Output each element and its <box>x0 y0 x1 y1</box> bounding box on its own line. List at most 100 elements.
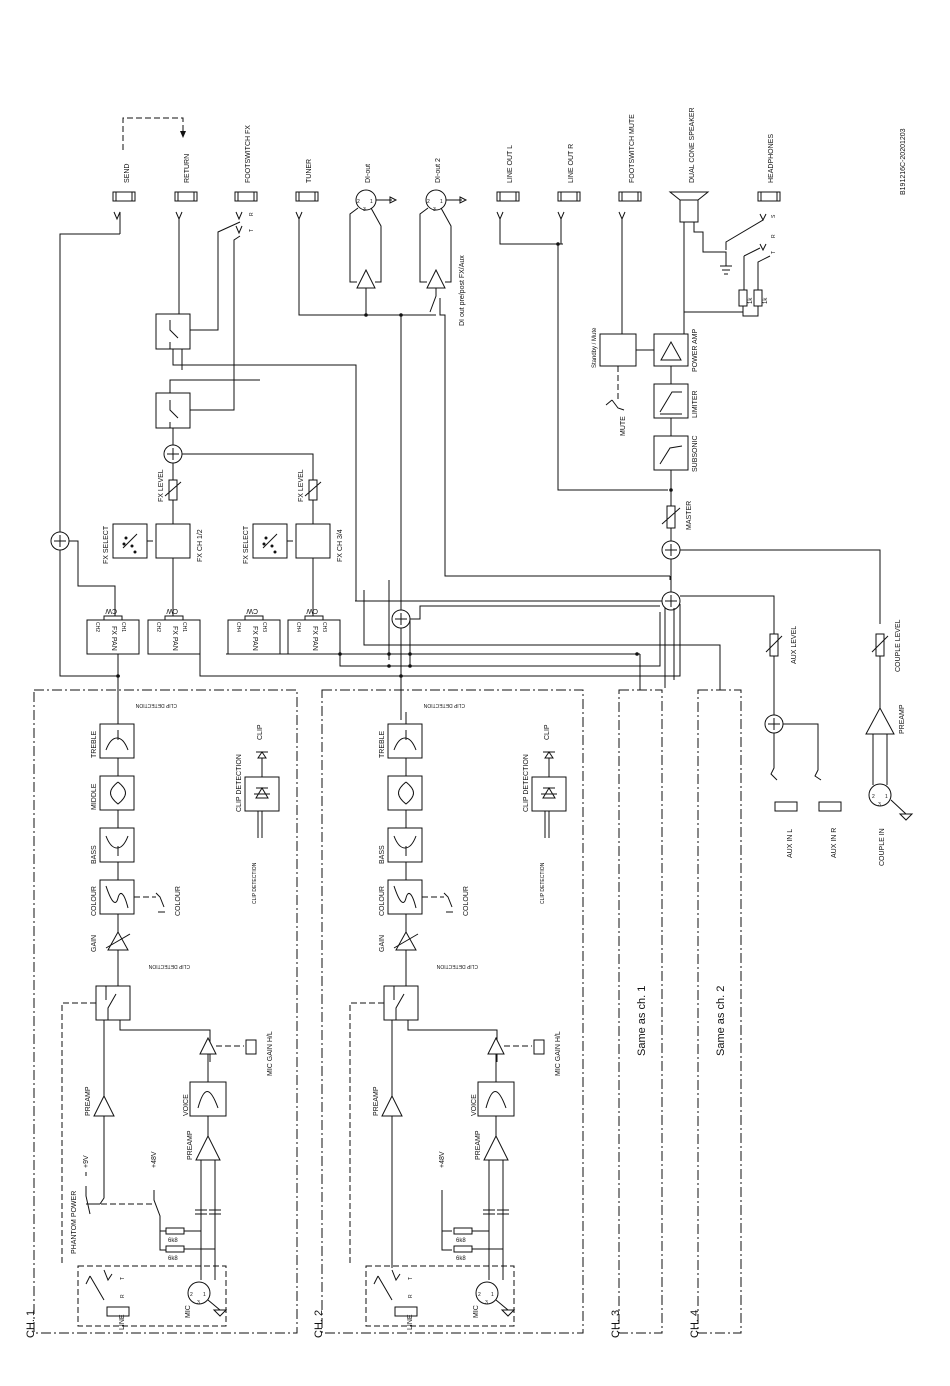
svg-text:LINE: LINE <box>407 1314 414 1330</box>
master-label: MASTER <box>686 501 693 530</box>
fx-pan-ch34: CW CH3 CH4 FX PAN <box>227 607 281 655</box>
svg-text:+48V: +48V <box>439 1151 446 1168</box>
footswitch-mute-tip <box>618 211 626 221</box>
ch2-mic-preamp <box>483 1134 509 1161</box>
bus-1 <box>199 604 681 677</box>
standby-mute-block <box>599 333 637 367</box>
svg-text:CH3: CH3 <box>261 622 267 632</box>
svg-text:CH3: CH3 <box>321 622 327 632</box>
fx-ch12-block <box>155 523 191 559</box>
fx-select-label-2: FX SELECT <box>243 525 250 564</box>
svg-text:GAIN: GAIN <box>91 935 98 952</box>
headphones-label: HEADPHONES <box>768 134 775 183</box>
svg-text:CH2: CH2 <box>155 622 161 632</box>
svg-text:BASS: BASS <box>379 845 386 864</box>
fx-pan-ch4: CW CH3 CH4 FX PAN <box>287 607 341 655</box>
limiter-label: LIMITER <box>692 390 699 418</box>
aux-in-r-jack <box>818 801 842 812</box>
fsfx-t: T <box>249 229 255 232</box>
aux-level-label: AUX LEVEL <box>791 626 798 664</box>
aux-in-l-jack <box>774 801 798 812</box>
mute-label: MUTE <box>620 416 627 436</box>
svg-text:CW: CW <box>306 607 318 614</box>
bus-4 <box>363 580 721 690</box>
svg-text:CLIP DETECTION: CLIP DETECTION <box>436 963 478 969</box>
di-out2-wires <box>419 207 452 283</box>
svg-text:CLIP DETECTION: CLIP DETECTION <box>540 862 546 904</box>
svg-text:FX PAN: FX PAN <box>171 626 178 651</box>
line-out-l-tip <box>496 211 504 221</box>
svg-text:T: T <box>120 1277 126 1280</box>
footswitch-mute-label: FOOTSWITCH MUTE <box>629 114 636 183</box>
svg-text:6k8: 6k8 <box>168 1238 178 1244</box>
svg-text:COLOUR: COLOUR <box>175 886 182 916</box>
svg-text:COLOUR: COLOUR <box>379 886 386 916</box>
svg-text:GAIN: GAIN <box>379 935 386 952</box>
svg-text:VOICE: VOICE <box>183 1094 190 1116</box>
svg-text:FX PAN: FX PAN <box>311 626 318 651</box>
ch1-mic-gain-amp <box>199 1036 217 1055</box>
ch2-mic-gain-amp <box>487 1036 505 1055</box>
ch1-treble <box>99 723 135 759</box>
hp-s: S <box>771 214 777 218</box>
footswitch-fx-jack: FOOTSWITCH FX <box>234 125 258 202</box>
svg-text:6k8: 6k8 <box>168 1256 178 1262</box>
ch2-input-switch <box>383 985 419 1021</box>
document-id: B191216C-20201203 <box>900 128 907 195</box>
bus-3 <box>339 612 661 667</box>
svg-text:3: 3 <box>485 1300 488 1306</box>
return-label: RETURN <box>184 154 191 183</box>
ch2-line-preamp <box>381 1094 403 1117</box>
couple-in-xlr <box>868 783 892 807</box>
svg-text:CLIP DETECTION: CLIP DETECTION <box>523 754 530 812</box>
channel-1: CH. 1 CLIP DETECTION TREBLE MIDDLE BASS … <box>25 689 298 1338</box>
svg-text:FX PAN: FX PAN <box>251 626 258 651</box>
master-pot <box>666 505 676 529</box>
fx-ch12-label: FX CH 1/2 <box>197 529 204 562</box>
svg-text:R: R <box>120 1294 126 1298</box>
svg-text:CW: CW <box>105 607 117 614</box>
fx-pan-ch12: CW CH1 CH2 FX PAN <box>86 607 140 655</box>
footswitch-fx-ring <box>235 211 243 221</box>
svg-text:CH4: CH4 <box>235 622 241 632</box>
line-out-r-jack: LINE OUT R <box>557 144 581 202</box>
footswitch-fx-label: FOOTSWITCH FX <box>245 125 252 183</box>
svg-text:CW: CW <box>246 607 258 614</box>
svg-text:PREAMP: PREAMP <box>373 1086 380 1116</box>
couple-preamp-label: PREAMP <box>899 704 906 734</box>
svg-text:VOICE: VOICE <box>471 1094 478 1116</box>
couple-level-pot <box>875 633 885 657</box>
di-out-wires <box>349 207 382 283</box>
channel-4: CH. 4 Same as ch. 2 <box>689 689 742 1338</box>
line-out-l-wire <box>499 219 668 491</box>
subsonic-block <box>653 435 689 471</box>
hp-resistor-1 <box>738 289 748 307</box>
speaker-icon: DUAL CONE SPEAKER <box>668 107 710 223</box>
svg-text:3: 3 <box>363 207 366 213</box>
svg-text:T: T <box>408 1277 414 1280</box>
svg-text:MIC GAIN H/L: MIC GAIN H/L <box>555 1031 562 1076</box>
fx-footswitch-block-1 <box>155 313 191 350</box>
ch1-mic-preamp <box>195 1134 221 1161</box>
ch2-treble <box>387 723 423 759</box>
couple-preamp <box>865 706 895 735</box>
hp-t: T <box>771 251 777 254</box>
ch1-input-switch <box>95 985 131 1021</box>
svg-text:MIC: MIC <box>185 1305 192 1318</box>
svg-text:R: R <box>408 1294 414 1298</box>
svg-text:PREAMP: PREAMP <box>187 1130 194 1160</box>
fx-pan-ch2: CW CH1 CH2 FX PAN <box>147 607 201 655</box>
fx-select-label-1: FX SELECT <box>103 525 110 564</box>
channel-2: CH. 2 CLIP DETECTION TREBLE BASS COLOUR … <box>313 689 584 1338</box>
svg-text:CH4: CH4 <box>295 622 301 632</box>
return-tip <box>175 211 183 221</box>
channel-3: CH. 3 Same as ch. 1 <box>610 689 663 1338</box>
fx-footswitch-block-2 <box>155 392 191 429</box>
ch2-middle <box>387 775 423 811</box>
svg-text:CLIP: CLIP <box>257 724 264 740</box>
ch2-colour <box>387 879 423 915</box>
svg-text:BASS: BASS <box>91 845 98 864</box>
r1k-1: 1k <box>748 297 754 304</box>
svg-text:+48V: +48V <box>151 1151 158 1168</box>
svg-text:CLIP DETECTION: CLIP DETECTION <box>135 702 177 708</box>
